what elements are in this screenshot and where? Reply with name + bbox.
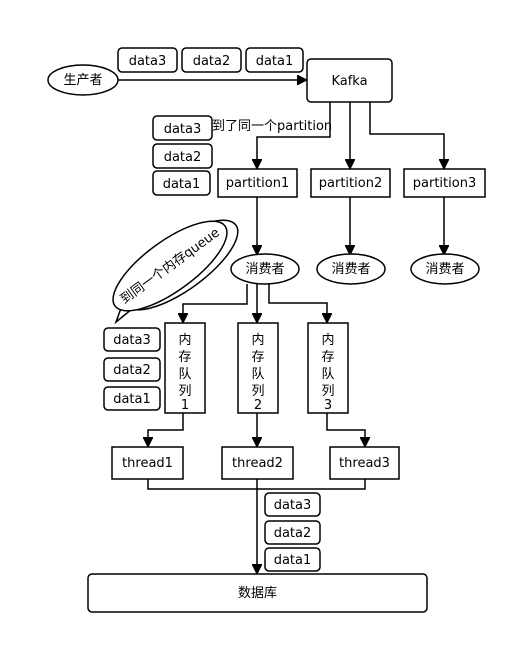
edges [118, 80, 444, 573]
svg-text:2: 2 [254, 398, 262, 413]
svg-text:队: 队 [321, 367, 334, 382]
data2-box-top: data2 [181, 47, 242, 73]
edge-kafka-partition1 [257, 102, 331, 168]
svg-text:data2: data2 [274, 526, 312, 541]
svg-text:data2: data2 [164, 150, 202, 165]
edge-consumer-queue3 [268, 284, 327, 322]
svg-text:消费者: 消费者 [331, 262, 370, 277]
consumer3-node: 消费者 [410, 253, 480, 285]
svg-text:3: 3 [324, 398, 332, 413]
data1-box-queue: data1 [103, 386, 161, 411]
data3-box-partition: data3 [152, 115, 213, 141]
partition2-node: partition2 [310, 168, 391, 198]
svg-text:data3: data3 [164, 122, 202, 137]
svg-text:data3: data3 [274, 498, 312, 513]
data3-box-db: data3 [264, 492, 321, 517]
database-label: 数据库 [238, 585, 277, 601]
svg-text:队: 队 [251, 367, 264, 382]
data2-box-queue: data2 [103, 357, 161, 382]
edge-kafka-partition3 [369, 102, 444, 168]
svg-text:data1: data1 [163, 177, 201, 192]
svg-text:thread2: thread2 [232, 456, 283, 471]
svg-text:data2: data2 [193, 54, 231, 69]
svg-text:存: 存 [178, 350, 191, 365]
database-node: 数据库 [87, 573, 428, 613]
svg-text:data3: data3 [113, 333, 151, 348]
svg-text:data1: data1 [113, 392, 151, 407]
data2-box-db: data2 [264, 520, 321, 545]
svg-text:存: 存 [321, 350, 334, 365]
memory-queue1-node: 内 存 队 列 1 [164, 322, 206, 414]
data1-box-partition: data1 [152, 170, 211, 196]
svg-text:消费者: 消费者 [245, 262, 284, 277]
svg-text:partition2: partition2 [319, 176, 382, 191]
edge-queue3-thread3 [326, 413, 365, 446]
svg-text:列: 列 [251, 384, 264, 399]
edge-queue1-thread1 [148, 413, 184, 446]
producer-node: 生产者 [47, 64, 119, 96]
svg-text:内: 内 [321, 332, 334, 348]
svg-text:存: 存 [251, 350, 264, 365]
data3-box-top: data3 [117, 47, 178, 73]
memory-queue-note-bubble: 到同一个内存queue [112, 219, 239, 325]
svg-text:data2: data2 [113, 363, 151, 378]
edge-consumer-queue1 [183, 284, 248, 322]
svg-text:列: 列 [321, 384, 334, 399]
svg-text:data3: data3 [129, 54, 167, 69]
thread3-node: thread3 [329, 446, 400, 480]
memory-queue2-node: 内 存 队 列 2 [237, 322, 279, 414]
thread2-node: thread2 [221, 446, 294, 480]
svg-text:data1: data1 [256, 54, 294, 69]
svg-text:消费者: 消费者 [425, 262, 464, 277]
consumer2-node: 消费者 [316, 253, 386, 285]
kafka-node: Kafka [306, 58, 393, 103]
kafka-label: Kafka [331, 74, 367, 89]
svg-text:data1: data1 [274, 553, 312, 568]
svg-text:内: 内 [178, 332, 191, 348]
memory-queue3-node: 内 存 队 列 3 [307, 322, 349, 414]
thread1-node: thread1 [111, 446, 184, 480]
data2-box-partition: data2 [152, 143, 213, 169]
svg-text:内: 内 [251, 332, 264, 348]
svg-text:partition3: partition3 [413, 176, 476, 191]
partition-note: 到了同一个partition [212, 119, 332, 134]
data1-box-top: data1 [245, 47, 304, 73]
svg-text:列: 列 [178, 384, 191, 399]
svg-text:队: 队 [178, 367, 191, 382]
producer-label: 生产者 [63, 73, 102, 88]
data3-box-queue: data3 [103, 327, 161, 352]
data1-box-db: data1 [264, 547, 321, 572]
svg-text:1: 1 [181, 398, 189, 413]
partition1-node: partition1 [217, 168, 298, 198]
partition3-node: partition3 [403, 168, 486, 198]
svg-text:partition1: partition1 [226, 176, 289, 191]
svg-text:thread1: thread1 [122, 456, 173, 471]
consumer1-node: 消费者 [230, 253, 300, 285]
svg-text:thread3: thread3 [339, 456, 390, 471]
